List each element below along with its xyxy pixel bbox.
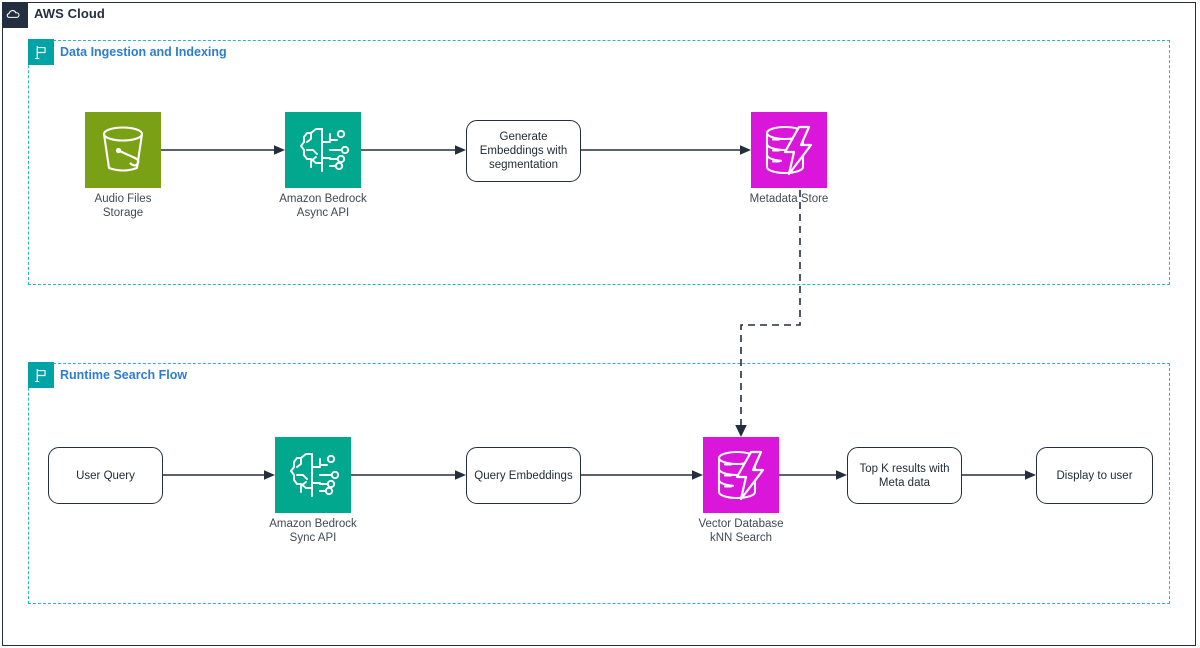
node-metadata-store[interactable]: Metadata Store	[750, 112, 828, 205]
label-line-2: Storage	[102, 207, 144, 219]
connector-generate-embeddings-to-metadata-store	[581, 145, 751, 155]
connector-top-k-results-to-display-to-user	[962, 470, 1036, 480]
node-label-amazon-bedrock-async-api: Amazon Bedrock Async API	[279, 192, 367, 220]
box-query-embeddings[interactable]: Query Embeddings	[466, 447, 581, 504]
node-label-amazon-bedrock-sync-api: Amazon Bedrock Sync API	[269, 517, 357, 545]
bedrock-brain-icon	[285, 112, 361, 188]
node-audio-files-storage[interactable]: Audio Files Storage	[85, 112, 161, 219]
aws-cloud-icon	[2, 2, 28, 28]
connector-storage-to-bedrock-async	[161, 145, 285, 155]
group-title-runtime-search-flow: Runtime Search Flow	[60, 368, 188, 382]
connector-bedrock-async-to-generate-embeddings	[361, 145, 466, 155]
label-line-2: Async API	[296, 207, 350, 219]
group-flag-icon	[28, 362, 54, 388]
node-amazon-bedrock-sync-api[interactable]: Amazon Bedrock Sync API	[269, 437, 357, 544]
connector-user-query-to-bedrock-sync	[163, 470, 275, 480]
node-label-vector-database: Vector Database kNN Search	[698, 517, 783, 545]
bedrock-brain-icon	[275, 437, 351, 513]
box-user-query[interactable]: User Query	[48, 447, 163, 504]
node-label-audio-files-storage: Audio Files Storage	[95, 192, 152, 220]
database-lightning-icon	[703, 437, 779, 513]
connector-metadata-store-to-vector-database	[735, 190, 801, 437]
box-display-to-user[interactable]: Display to user	[1036, 447, 1153, 504]
box-top-k-results[interactable]: Top K results with Meta data	[847, 447, 962, 504]
group-data-ingestion-and-indexing	[28, 40, 1170, 285]
node-amazon-bedrock-async-api[interactable]: Amazon Bedrock Async API	[279, 112, 367, 219]
node-label-metadata-store: Metadata Store	[749, 193, 829, 205]
database-lightning-icon	[751, 112, 827, 188]
label-line-2: Sync API	[289, 532, 337, 544]
label-line-1: Vector Database	[698, 518, 784, 530]
group-flag-icon	[28, 39, 54, 65]
label-line-1: Audio Files	[94, 193, 152, 205]
connector-query-embeddings-to-vector-database	[581, 470, 703, 480]
group-title-data-ingestion: Data Ingestion and Indexing	[60, 45, 227, 59]
connector-bedrock-sync-to-query-embeddings	[351, 470, 466, 480]
connector-vector-database-to-top-k-results	[779, 470, 847, 480]
node-vector-database[interactable]: Vector Database kNN Search	[698, 437, 784, 544]
s3-bucket-icon	[85, 112, 161, 188]
label-line-1: Amazon Bedrock	[279, 193, 367, 205]
label-line-1: Amazon Bedrock	[269, 518, 357, 530]
aws-cloud-title: AWS Cloud	[34, 6, 105, 21]
label-line-2: kNN Search	[710, 532, 772, 544]
group-runtime-search-flow	[28, 363, 1170, 604]
box-generate-embeddings[interactable]: Generate Embeddings with segmentation	[466, 120, 581, 182]
